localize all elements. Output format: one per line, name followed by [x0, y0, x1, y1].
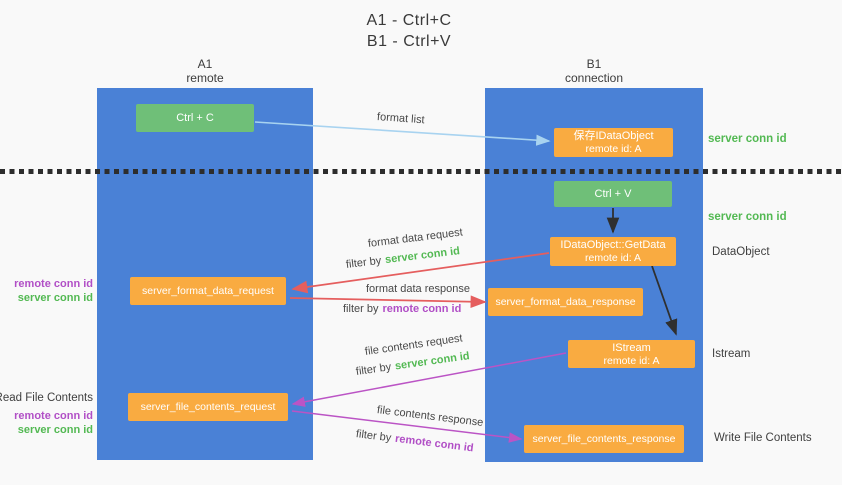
- lane-a1-subtitle: remote: [186, 71, 224, 85]
- node-server-file-contents-request-label: server_file_contents_request: [140, 401, 276, 413]
- label-format-data-response: format data response: [366, 283, 470, 295]
- diagram-title: A1 - Ctrl+C B1 - Ctrl+V: [0, 10, 818, 52]
- node-ctrl-c: Ctrl + C: [136, 104, 254, 132]
- node-ctrl-c-label: Ctrl + C: [176, 111, 214, 124]
- node-server-file-contents-response-label: server_file_contents_response: [532, 433, 676, 445]
- left-remote-conn-id-top: remote conn id: [14, 278, 93, 290]
- node-server-format-data-response: server_format_data_response: [488, 288, 643, 316]
- node-ctrl-v-label: Ctrl + V: [594, 187, 632, 200]
- lane-b1-title: B1: [586, 57, 602, 71]
- title-line-2: B1 - Ctrl+V: [366, 33, 452, 50]
- node-idataobject-getdata-line1: IDataObject::GetData: [560, 239, 666, 251]
- remote-conn-id-text: remote conn id: [394, 432, 475, 455]
- node-save-idataobject-line1: 保存IDataObject: [573, 130, 654, 142]
- filter-by-text: filter by: [343, 303, 379, 315]
- title-line-1: A1 - Ctrl+C: [366, 12, 452, 29]
- node-save-idataobject-line2: remote id: A: [585, 143, 642, 155]
- side-label-write-file-contents: Write File Contents: [714, 432, 812, 444]
- node-istream: IStream remote id: A: [568, 340, 695, 368]
- arrow-format-data-response: [289, 295, 487, 309]
- left-remote-conn-id-bottom: remote conn id: [14, 410, 93, 422]
- side-label-istream: Istream: [712, 348, 751, 360]
- filter-by-text: filter by: [345, 254, 382, 271]
- node-save-idataobject: 保存IDataObject remote id: A: [554, 128, 673, 157]
- lane-header-b1: B1 connection: [534, 57, 654, 85]
- left-server-conn-id-top: server conn id: [17, 292, 93, 304]
- node-server-file-contents-request: server_file_contents_request: [128, 393, 288, 421]
- remote-conn-id-text: remote conn id: [382, 303, 462, 315]
- node-ctrl-v: Ctrl + V: [554, 181, 672, 207]
- server-conn-id-text: server conn id: [384, 245, 461, 267]
- left-server-conn-id-bottom: server conn id: [17, 424, 93, 436]
- node-server-format-data-request: server_format_data_request: [130, 277, 286, 305]
- side-label-server-conn-id-top: server conn id: [708, 133, 787, 145]
- label-format-list: format list: [376, 111, 425, 127]
- label-file-contents-response: file contents response: [376, 404, 484, 429]
- filter-by-text: filter by: [355, 428, 392, 445]
- left-conn-id-group-top: remote conn id server conn id: [0, 277, 93, 305]
- lane-header-a1: A1 remote: [145, 57, 265, 85]
- lane-b1-subtitle: connection: [564, 71, 624, 85]
- node-istream-line2: remote id: A: [603, 354, 660, 367]
- side-label-read-file-contents: Read File Contents: [0, 392, 93, 404]
- node-idataobject-getdata-line2: remote id: A: [584, 252, 642, 264]
- node-idataobject-getdata: IDataObject::GetData remote id: A: [550, 237, 676, 266]
- node-istream-line1: IStream: [612, 341, 651, 354]
- side-label-server-conn-id-mid: server conn id: [708, 211, 787, 223]
- server-conn-id-text: server conn id: [394, 350, 471, 373]
- filter-by-text: filter by: [355, 361, 392, 378]
- node-server-format-data-request-label: server_format_data_request: [142, 285, 274, 297]
- left-conn-id-group-bottom: remote conn id server conn id: [0, 409, 93, 437]
- node-server-format-data-response-label: server_format_data_response: [495, 296, 636, 308]
- side-label-dataobject: DataObject: [712, 246, 770, 258]
- lane-a1-title: A1: [197, 57, 213, 71]
- dotted-separator-line: [0, 169, 842, 174]
- node-server-file-contents-response: server_file_contents_response: [524, 425, 684, 453]
